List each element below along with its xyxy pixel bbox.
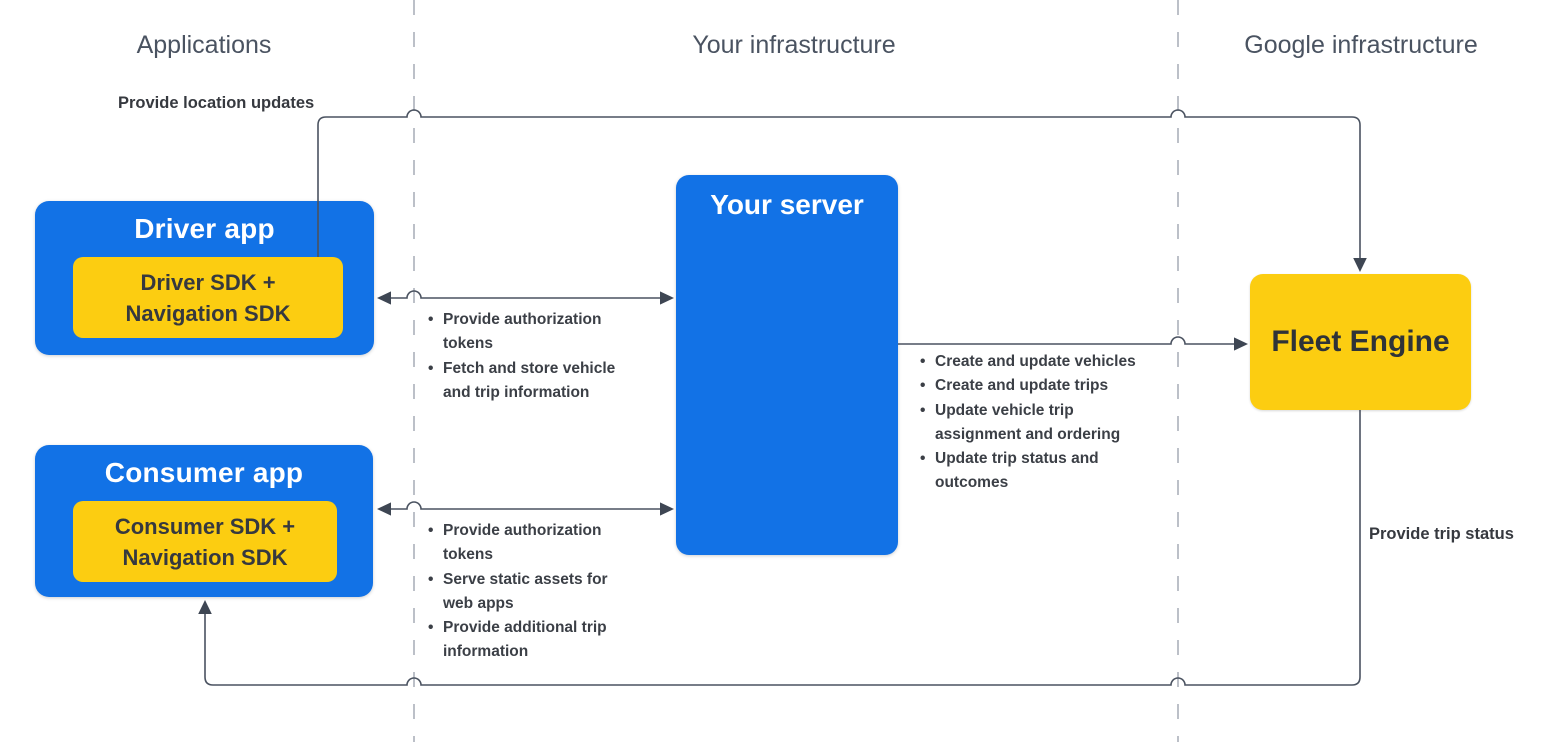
consumer-app-title: Consumer app <box>104 457 304 488</box>
bullet-text: Update trip status and outcomes <box>935 450 1099 492</box>
list-item: • Update vehicle trip assignment and orde… <box>920 399 1160 448</box>
consumer-sdk-box: Consumer SDK + Navigation SDK <box>73 501 337 582</box>
bullet-text: Fetch and store vehicle and trip informa… <box>443 359 616 401</box>
your-server-title: Your server <box>710 189 864 220</box>
label-provide-trip-status: Provide trip status <box>1369 525 1514 543</box>
bullet-icon: • <box>920 401 926 419</box>
server-fleet-bullet-list: • Create and update vehicles • Create and … <box>920 350 1172 496</box>
driver-sdk-box: Driver SDK + Navigation SDK <box>73 257 343 338</box>
bullet-icon: • <box>428 359 434 377</box>
label-provide-location-updates: Provide location updates <box>118 94 315 112</box>
list-item: • Create and update trips <box>920 374 1172 398</box>
list-item: • Update trip status and outcomes <box>920 447 1160 496</box>
bullet-icon: • <box>428 311 434 328</box>
driver-app-title: Driver app <box>134 213 275 244</box>
your-server-node: Your server <box>676 175 898 555</box>
bullet-text: Provide authorization tokens <box>443 311 602 353</box>
column-header-your-infrastructure: Your infrastructure <box>692 31 896 59</box>
list-item: • Provide authorization tokens <box>428 519 613 568</box>
bullet-text: Create and update trips <box>935 377 1109 395</box>
driver-app-node: Driver app Driver SDK + Navigation SDK <box>35 201 374 355</box>
bullet-text: Update vehicle trip assignment and order… <box>935 401 1121 443</box>
bullet-icon: • <box>428 619 434 637</box>
list-item: • Serve static assets for web apps <box>428 568 613 617</box>
consumer-app-node: Consumer app Consumer SDK + Navigation S… <box>35 445 373 597</box>
bullet-text: Provide additional trip information <box>443 619 607 661</box>
list-item: • Provide additional trip information <box>428 616 613 665</box>
bullet-icon: • <box>920 450 926 468</box>
bullet-text: Provide authorization tokens <box>443 522 602 564</box>
fleet-engine-node: Fleet Engine <box>1250 274 1471 410</box>
fleet-engine-title: Fleet Engine <box>1271 325 1450 358</box>
list-item: • Provide authorization tokens <box>428 308 626 357</box>
consumer-server-bullet-list: • Provide authorization tokens • Serve sta… <box>428 519 613 665</box>
list-item: • Fetch and store vehicle and trip inform… <box>428 357 626 406</box>
bullet-icon: • <box>428 522 434 539</box>
bullet-text: Serve static assets for web apps <box>443 570 608 612</box>
column-header-google-infrastructure: Google infrastructure <box>1244 31 1478 59</box>
driver-server-bullet-list: • Provide authorization tokens • Fetch and… <box>428 308 626 405</box>
bullet-text: Create and update vehicles <box>935 353 1136 370</box>
bullet-icon: • <box>428 570 434 588</box>
column-header-applications: Applications <box>136 31 272 59</box>
bullet-icon: • <box>920 377 926 395</box>
list-item: • Create and update vehicles <box>920 350 1172 374</box>
bullet-icon: • <box>920 353 926 370</box>
